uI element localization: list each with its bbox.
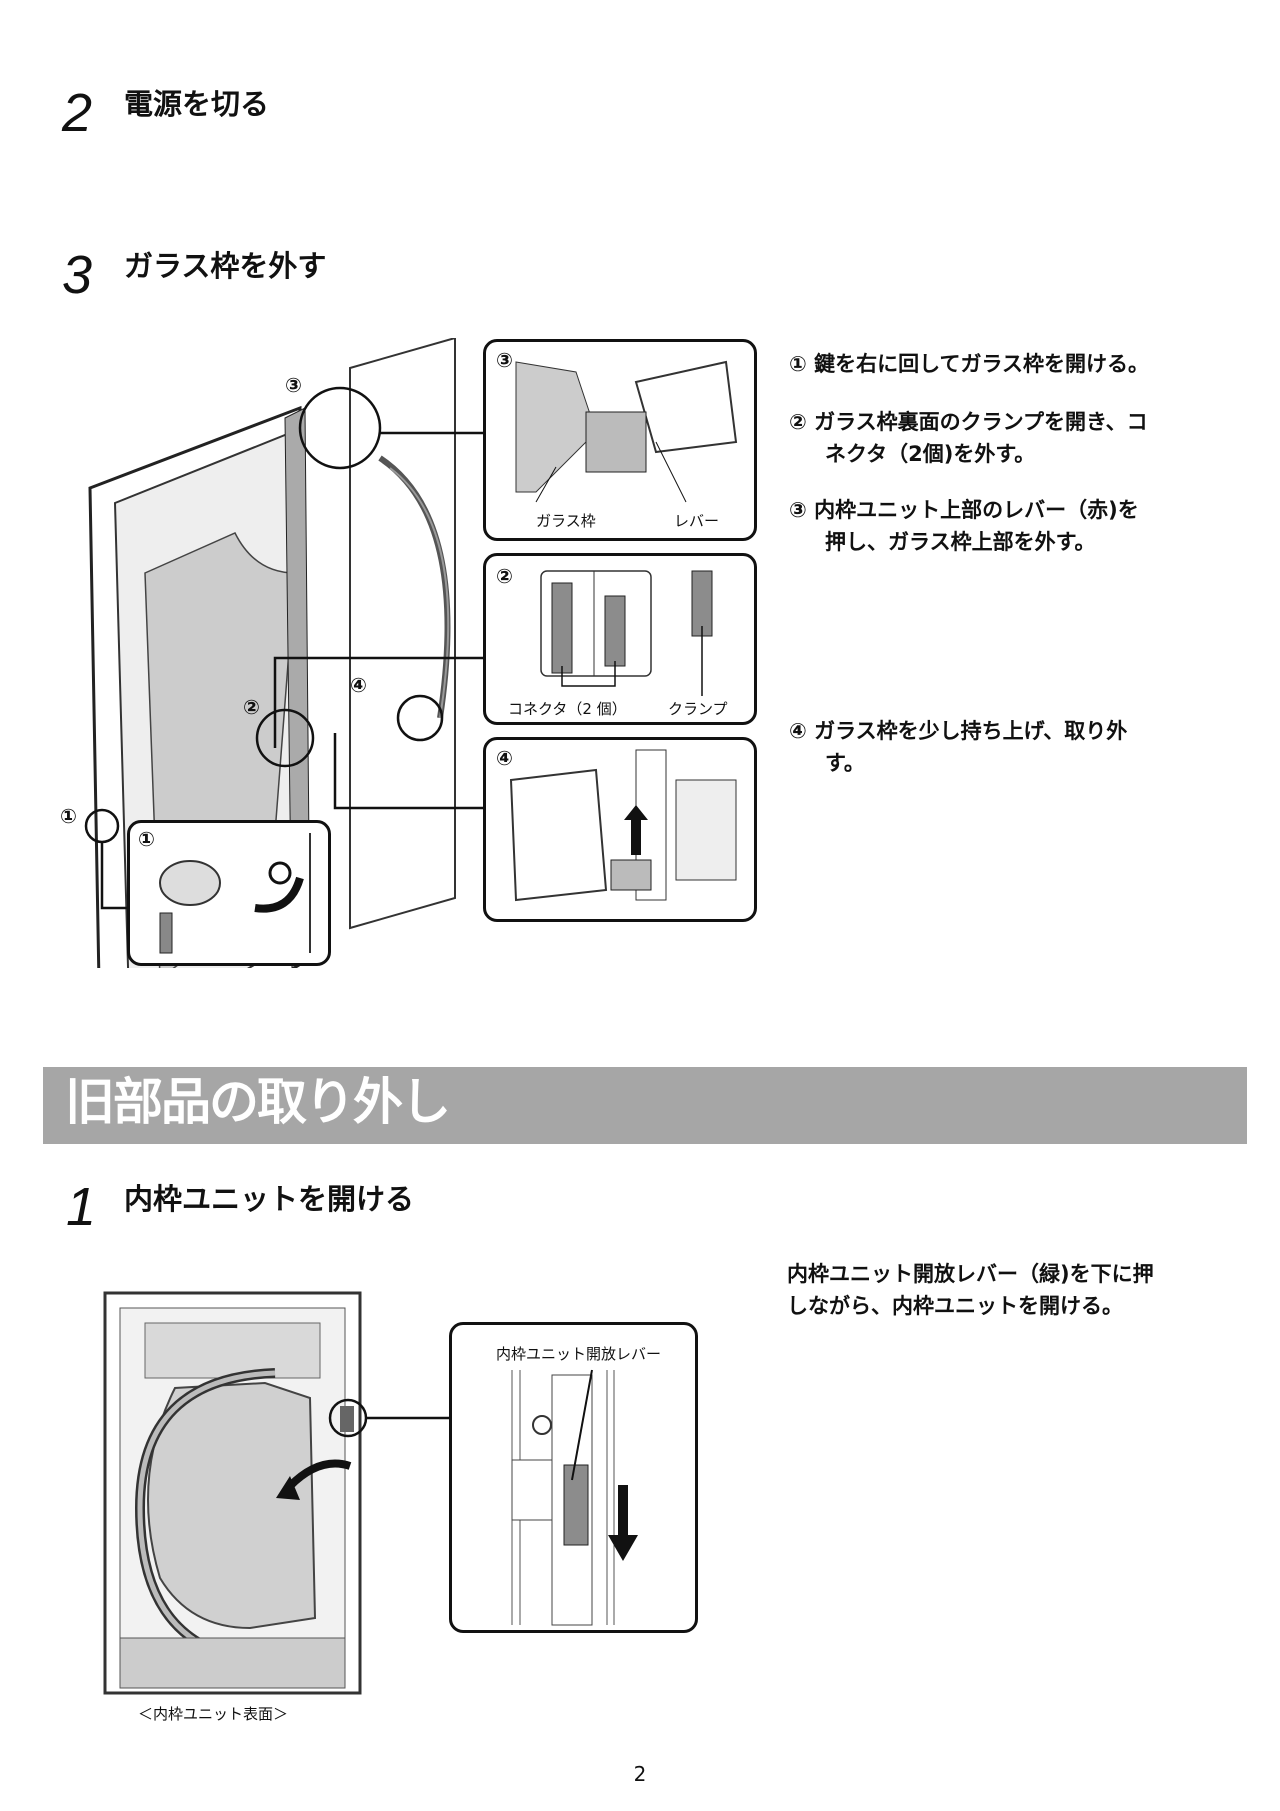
- inset-lift-detail: ④: [483, 737, 757, 922]
- instruction-1-marker: ①: [789, 352, 807, 376]
- page-number: 2: [633, 1762, 647, 1786]
- instruction-3: ③ 内枠ユニット上部のレバー（赤)を 押し、ガラス枠上部を外す。: [789, 494, 1139, 558]
- instruction-4-marker: ④: [789, 719, 807, 743]
- step-3-number: 3: [62, 245, 93, 305]
- instruction-2-marker: ②: [789, 410, 807, 434]
- step-2-number: 2: [62, 83, 93, 143]
- step-1-number: 1: [66, 1177, 97, 1237]
- callout-3: ③: [285, 373, 302, 397]
- instruction-3-text-2: 押し、ガラス枠上部を外す。: [825, 530, 1096, 554]
- inner-frame-caption: ＜内枠ユニット表面＞: [138, 1705, 289, 1723]
- section-banner: 旧部品の取り外し: [43, 1067, 1247, 1144]
- inset-key-detail: ①: [127, 820, 331, 966]
- step-1-title: 内枠ユニットを開ける: [124, 1182, 415, 1216]
- release-lever-illustration: [511, 1369, 638, 1626]
- instruction-2-text-2: ネクタ（2個)を外す。: [825, 442, 1036, 466]
- label-lever: レバー: [674, 512, 720, 530]
- instruction-1: ① 鍵を右に回してガラス枠を開ける。: [789, 348, 1149, 380]
- step-1-instruction-text-2: しながら、内枠ユニットを開ける。: [787, 1294, 1123, 1318]
- callout-2: ②: [243, 695, 260, 719]
- instruction-2: ② ガラス枠裏面のクランプを開き、コ ネクタ（2個)を外す。: [789, 406, 1148, 470]
- step-1-instruction-text-1: 内枠ユニット開放レバー（緑)を下に押: [787, 1262, 1154, 1286]
- step-3-title: ガラス枠を外す: [124, 249, 327, 283]
- inner-frame-figure: ＜内枠ユニット表面＞: [100, 1288, 700, 1728]
- instruction-3-text-1: 内枠ユニット上部のレバー（赤)を: [814, 498, 1139, 522]
- label-clamp: クランプ: [668, 700, 728, 718]
- instruction-3-marker: ③: [789, 498, 807, 522]
- release-lever-label: 内枠ユニット開放レバー: [496, 1345, 662, 1363]
- inner-frame-illustration: [103, 1291, 452, 1695]
- key-turn-illustration: [159, 833, 311, 954]
- instruction-4-text-1: ガラス枠を少し持ち上げ、取り外: [814, 719, 1128, 743]
- instruction-1-text: 鍵を右に回してガラス枠を開ける。: [814, 352, 1150, 376]
- section-title: 旧部品の取り外し: [65, 1073, 451, 1131]
- connector-clamp-illustration: [540, 570, 713, 696]
- inset-2-marker: ②: [496, 564, 513, 588]
- callout-1: ①: [60, 804, 77, 828]
- step-1-instruction: 内枠ユニット開放レバー（緑)を下に押 しながら、内枠ユニットを開ける。: [787, 1258, 1154, 1322]
- inset-1-marker: ①: [138, 827, 155, 851]
- lift-detail-illustration: [509, 749, 737, 902]
- inset-3-marker: ③: [496, 348, 513, 372]
- label-connector: コネクタ（2 個）: [508, 700, 627, 718]
- lever-detail-illustration: [515, 360, 738, 503]
- inset-4-marker: ④: [496, 746, 513, 770]
- callout-4: ④: [350, 673, 367, 697]
- instruction-4-text-2: す。: [825, 751, 865, 775]
- inset-lever-detail: ③ ガラス枠 レバー: [483, 339, 757, 541]
- instruction-4: ④ ガラス枠を少し持ち上げ、取り外 す。: [789, 715, 1127, 779]
- inset-release-lever-detail: 内枠ユニット開放レバー: [449, 1322, 698, 1633]
- instruction-2-text-1: ガラス枠裏面のクランプを開き、コ: [814, 410, 1148, 434]
- inset-connector-detail: ② コネクタ（2 個） クランプ: [483, 553, 757, 725]
- label-glass-frame: ガラス枠: [536, 512, 596, 530]
- step-2-title: 電源を切る: [124, 87, 270, 121]
